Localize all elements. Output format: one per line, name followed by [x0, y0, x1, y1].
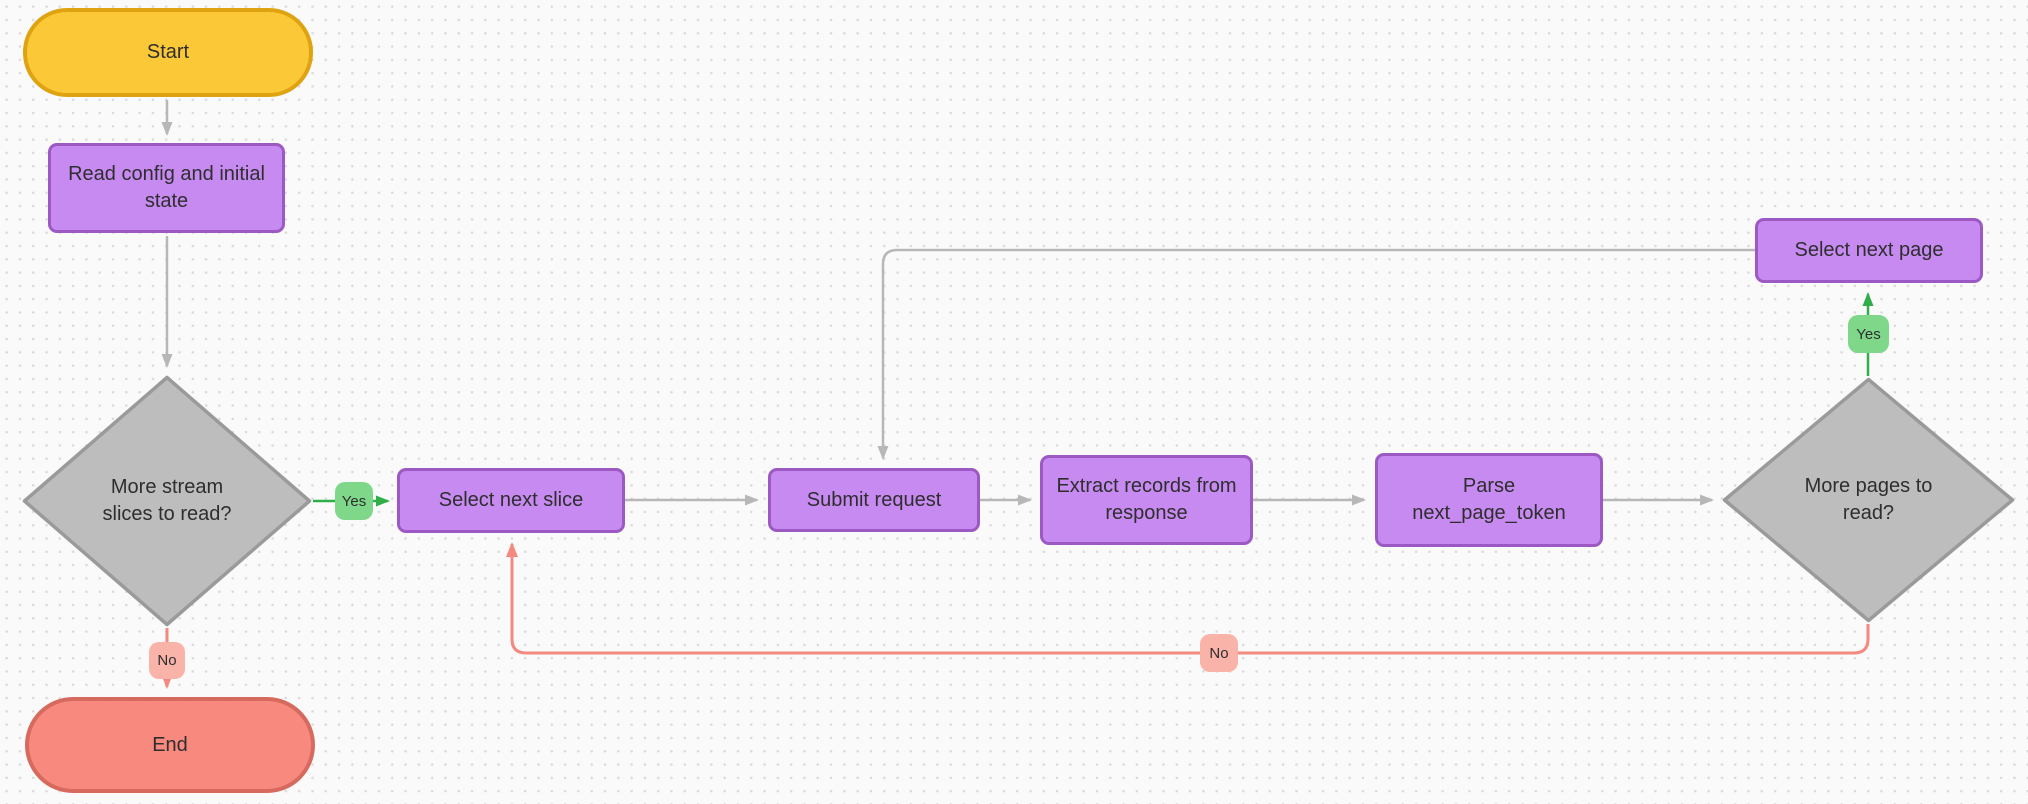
node-select-next-slice: Select next slice	[397, 468, 625, 533]
node-end-label: End	[152, 733, 188, 756]
node-submit-request: Submit request	[768, 468, 980, 532]
node-parse-token: Parse next_page_token	[1375, 453, 1603, 547]
edge-label-slices-no: No	[149, 642, 185, 679]
edge-select-next-page-to-submit-request	[877, 248, 1755, 460]
diamond-shape	[22, 375, 312, 627]
node-end: End	[25, 697, 315, 793]
edge-label-text: Yes	[341, 492, 367, 510]
node-select-next-page: Select next page	[1755, 218, 1983, 283]
node-read-config: Read config and initial state	[48, 143, 285, 233]
edge-label-pages-yes: Yes	[1848, 315, 1889, 353]
node-parse-token-label: Parse next_page_token	[1412, 475, 1566, 524]
edge-more-pages-no-to-select-next-slice	[506, 542, 1870, 655]
node-read-config-label: Read config and initial state	[68, 163, 265, 212]
node-more-slices-decision: More stream slices to read?	[22, 375, 312, 627]
edge-label-text: No	[157, 652, 177, 669]
edge-label-text: No	[1209, 644, 1229, 662]
node-more-slices-label: More stream slices to read?	[102, 476, 232, 525]
node-start-label: Start	[146, 41, 190, 63]
edge-label-slices-yes: Yes	[335, 482, 373, 520]
node-extract-records: Extract records from response	[1040, 455, 1253, 545]
node-extract-records-label: Extract records from response	[1056, 475, 1237, 524]
node-more-pages-label: More pages to read?	[1804, 475, 1933, 524]
edge-label-text: Yes	[1856, 325, 1881, 343]
node-more-pages-decision: More pages to read?	[1722, 377, 2015, 623]
node-start: Start	[23, 8, 313, 97]
diamond-shape	[1722, 377, 2015, 623]
node-select-next-slice-label: Select next slice	[438, 489, 584, 511]
node-submit-request-label: Submit request	[806, 488, 942, 511]
node-select-next-page-label: Select next page	[1794, 239, 1944, 261]
edge-label-pages-no: No	[1200, 634, 1238, 672]
